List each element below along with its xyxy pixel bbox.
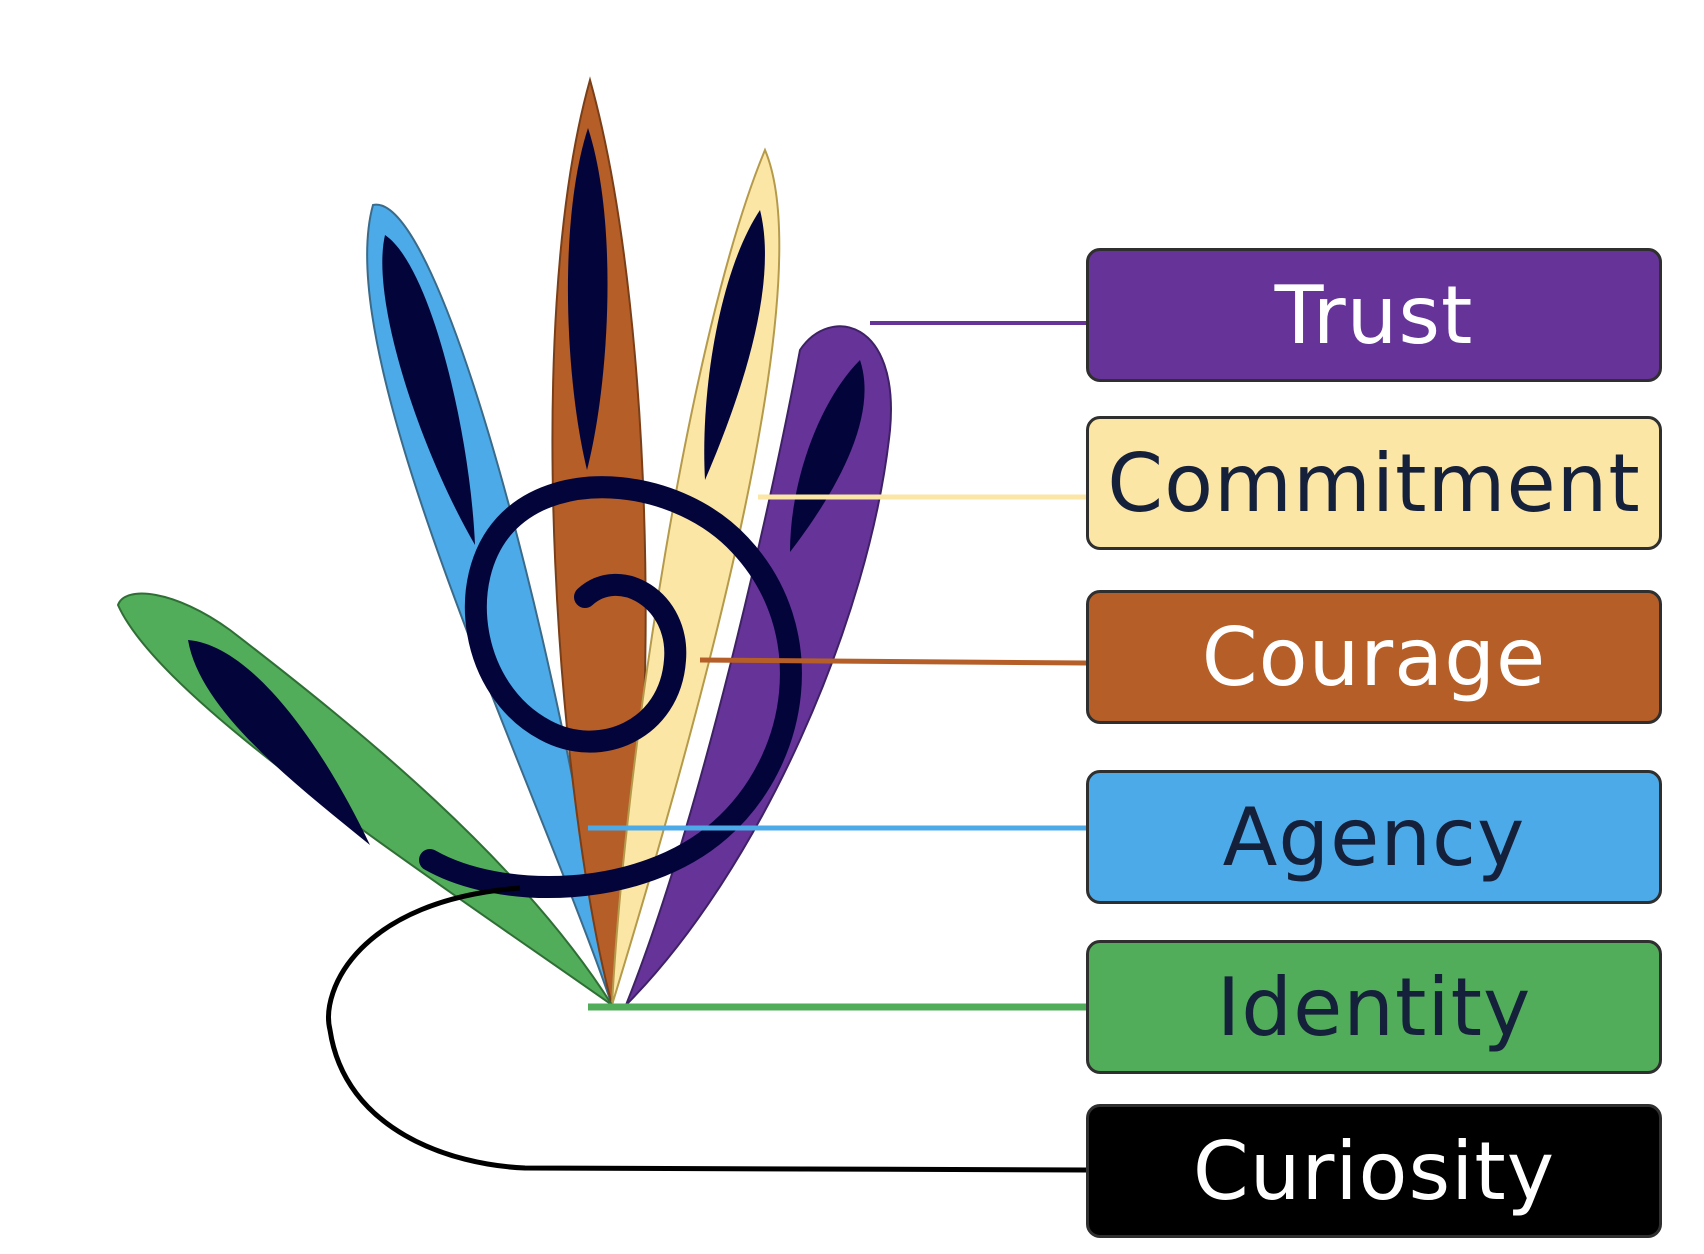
petal-identity xyxy=(116,592,613,1006)
label-identity-text: Identity xyxy=(1216,960,1532,1054)
spiral xyxy=(419,476,802,899)
label-curiosity-text: Curiosity xyxy=(1192,1124,1556,1218)
label-courage: Courage xyxy=(1086,590,1662,724)
label-identity: Identity xyxy=(1086,940,1662,1074)
label-trust: Trust xyxy=(1086,248,1662,382)
petal-agency xyxy=(366,203,613,1006)
connector-courage xyxy=(699,657,1087,666)
label-trust-text: Trust xyxy=(1274,268,1474,362)
curiosity-loop-line xyxy=(326,885,1087,1173)
label-agency-text: Agency xyxy=(1222,790,1526,884)
label-agency: Agency xyxy=(1086,770,1662,904)
label-courage-text: Courage xyxy=(1201,610,1547,704)
label-commitment-text: Commitment xyxy=(1107,436,1641,530)
label-curiosity: Curiosity xyxy=(1086,1104,1662,1238)
label-commitment: Commitment xyxy=(1086,416,1662,550)
